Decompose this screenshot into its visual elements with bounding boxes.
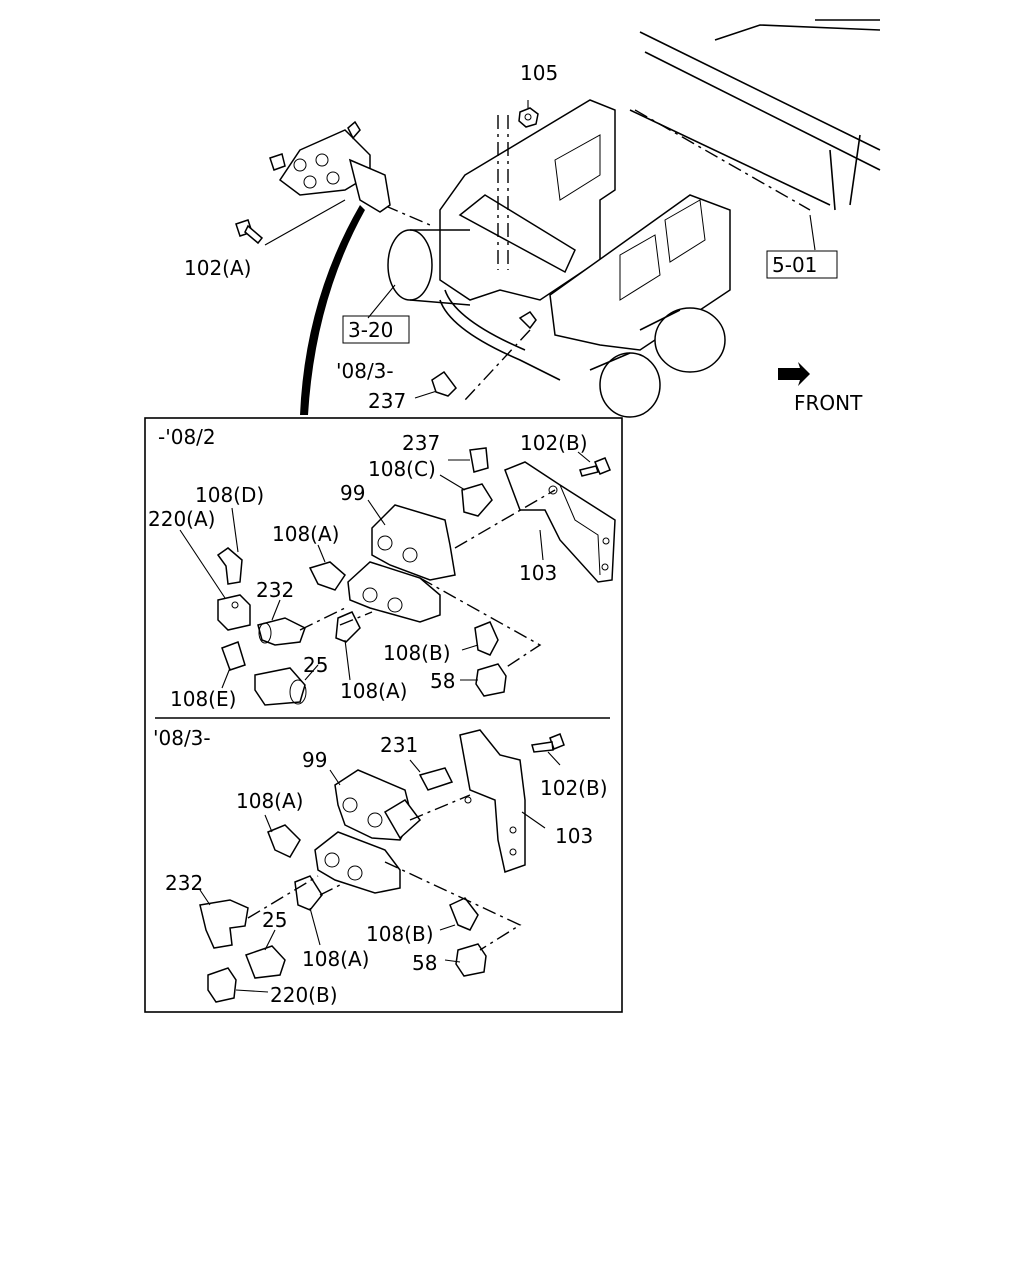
period-label-lower: '08/3- [153,726,211,750]
label-237-upper: 237 [402,431,440,455]
label-99-lower: 99 [302,748,327,772]
callout-237-top: 237 [368,389,406,413]
callout-0803-top: '08/3- [336,359,394,383]
label-231-lower: 231 [380,733,418,757]
label-108a-2-lower: 108(A) [302,947,369,971]
label-99-upper: 99 [340,481,365,505]
valve-assembly-icon [269,120,391,213]
callout-3-20: 3-20 [348,318,393,342]
front-arrow-icon [778,362,810,386]
inset-frame [144,417,623,1013]
valve-assembly-icon [371,504,456,581]
period-label-upper: -'08/2 [158,425,216,449]
label-103-lower: 103 [555,824,593,848]
label-103-upper: 103 [519,561,557,585]
ref-box-5-01 [766,250,838,279]
label-108c-upper: 108(C) [368,457,436,481]
label-232-lower: 232 [165,871,203,895]
label-232-upper: 232 [256,578,294,602]
label-220b-lower: 220(B) [270,983,338,1007]
fitting-icon [216,547,243,585]
label-108a-1-upper: 108(A) [272,522,339,546]
label-108e-upper: 108(E) [170,687,236,711]
label-108b-lower: 108(B) [366,922,434,946]
bracket-icon [504,461,616,583]
frame-crossmember-icon [387,19,881,418]
label-58-lower: 58 [412,951,437,975]
inset-upper: -'08/2 [148,425,616,711]
label-102b-upper: 102(B) [520,431,588,455]
front-label: FRONT [794,391,863,415]
label-102b-lower: 102(B) [540,776,608,800]
callout-105: 105 [520,61,558,85]
label-58-upper: 58 [430,669,455,693]
label-25-upper: 25 [303,653,328,677]
callout-5-01: 5-01 [772,253,817,277]
bolt-icon [235,219,264,245]
ref-box-3-20 [342,315,410,344]
inset-lower: '08/3- [153,726,608,1007]
label-108a-1-lower: 108(A) [236,789,303,813]
callout-102a: 102(A) [184,256,251,280]
label-25-lower: 25 [262,908,287,932]
label-108b-upper: 108(B) [383,641,451,665]
connector-arrow [300,205,365,415]
label-108a-2-upper: 108(A) [340,679,407,703]
label-220a-upper: 220(A) [148,507,215,531]
label-108d-upper: 108(D) [195,483,264,507]
